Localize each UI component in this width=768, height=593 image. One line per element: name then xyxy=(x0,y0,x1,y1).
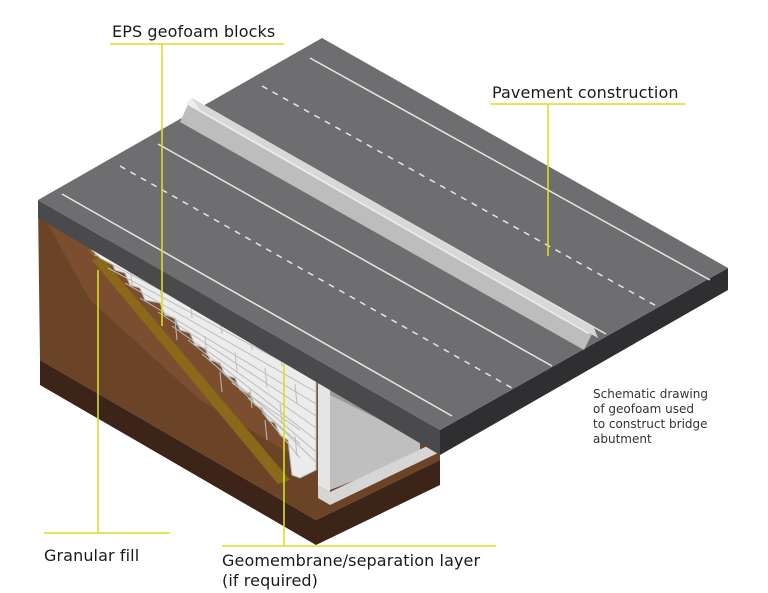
caption-line-1: Schematic drawing xyxy=(593,387,708,401)
lane-divider-left xyxy=(119,165,513,389)
edge-line-right xyxy=(309,57,711,281)
leader-lines xyxy=(44,43,686,547)
abutment-wall-face xyxy=(318,372,330,492)
caption-line-3: to construct bridge xyxy=(593,417,708,431)
granular-fill-label: Granular fill xyxy=(44,546,140,565)
caption-line-2: of geofoam used xyxy=(593,402,695,416)
eps-blocks-label: EPS geofoam blocks xyxy=(112,22,276,41)
median-barrier xyxy=(180,98,598,350)
diagram-caption: Schematic drawing of geofoam used to con… xyxy=(593,387,743,447)
geofoam-stack-front xyxy=(93,249,317,479)
barrier-face xyxy=(192,98,598,338)
lane-divider-right xyxy=(261,85,661,309)
edge-line-left xyxy=(61,193,453,417)
geomembrane-slope xyxy=(92,258,290,484)
geomembrane-label-sub: (if required) xyxy=(222,571,318,590)
geomembrane-label: Geomembrane/separation layer xyxy=(222,551,481,570)
caption-line-4: abutment xyxy=(593,432,652,446)
pavement-side-left xyxy=(38,200,440,455)
pavement-label: Pavement construction xyxy=(492,83,679,102)
geofoam-courses xyxy=(107,267,317,463)
pavement-side-right xyxy=(440,268,728,455)
barrier-side xyxy=(180,100,594,350)
abutment-footing xyxy=(318,440,440,505)
lane-line-left-inner xyxy=(157,143,553,367)
